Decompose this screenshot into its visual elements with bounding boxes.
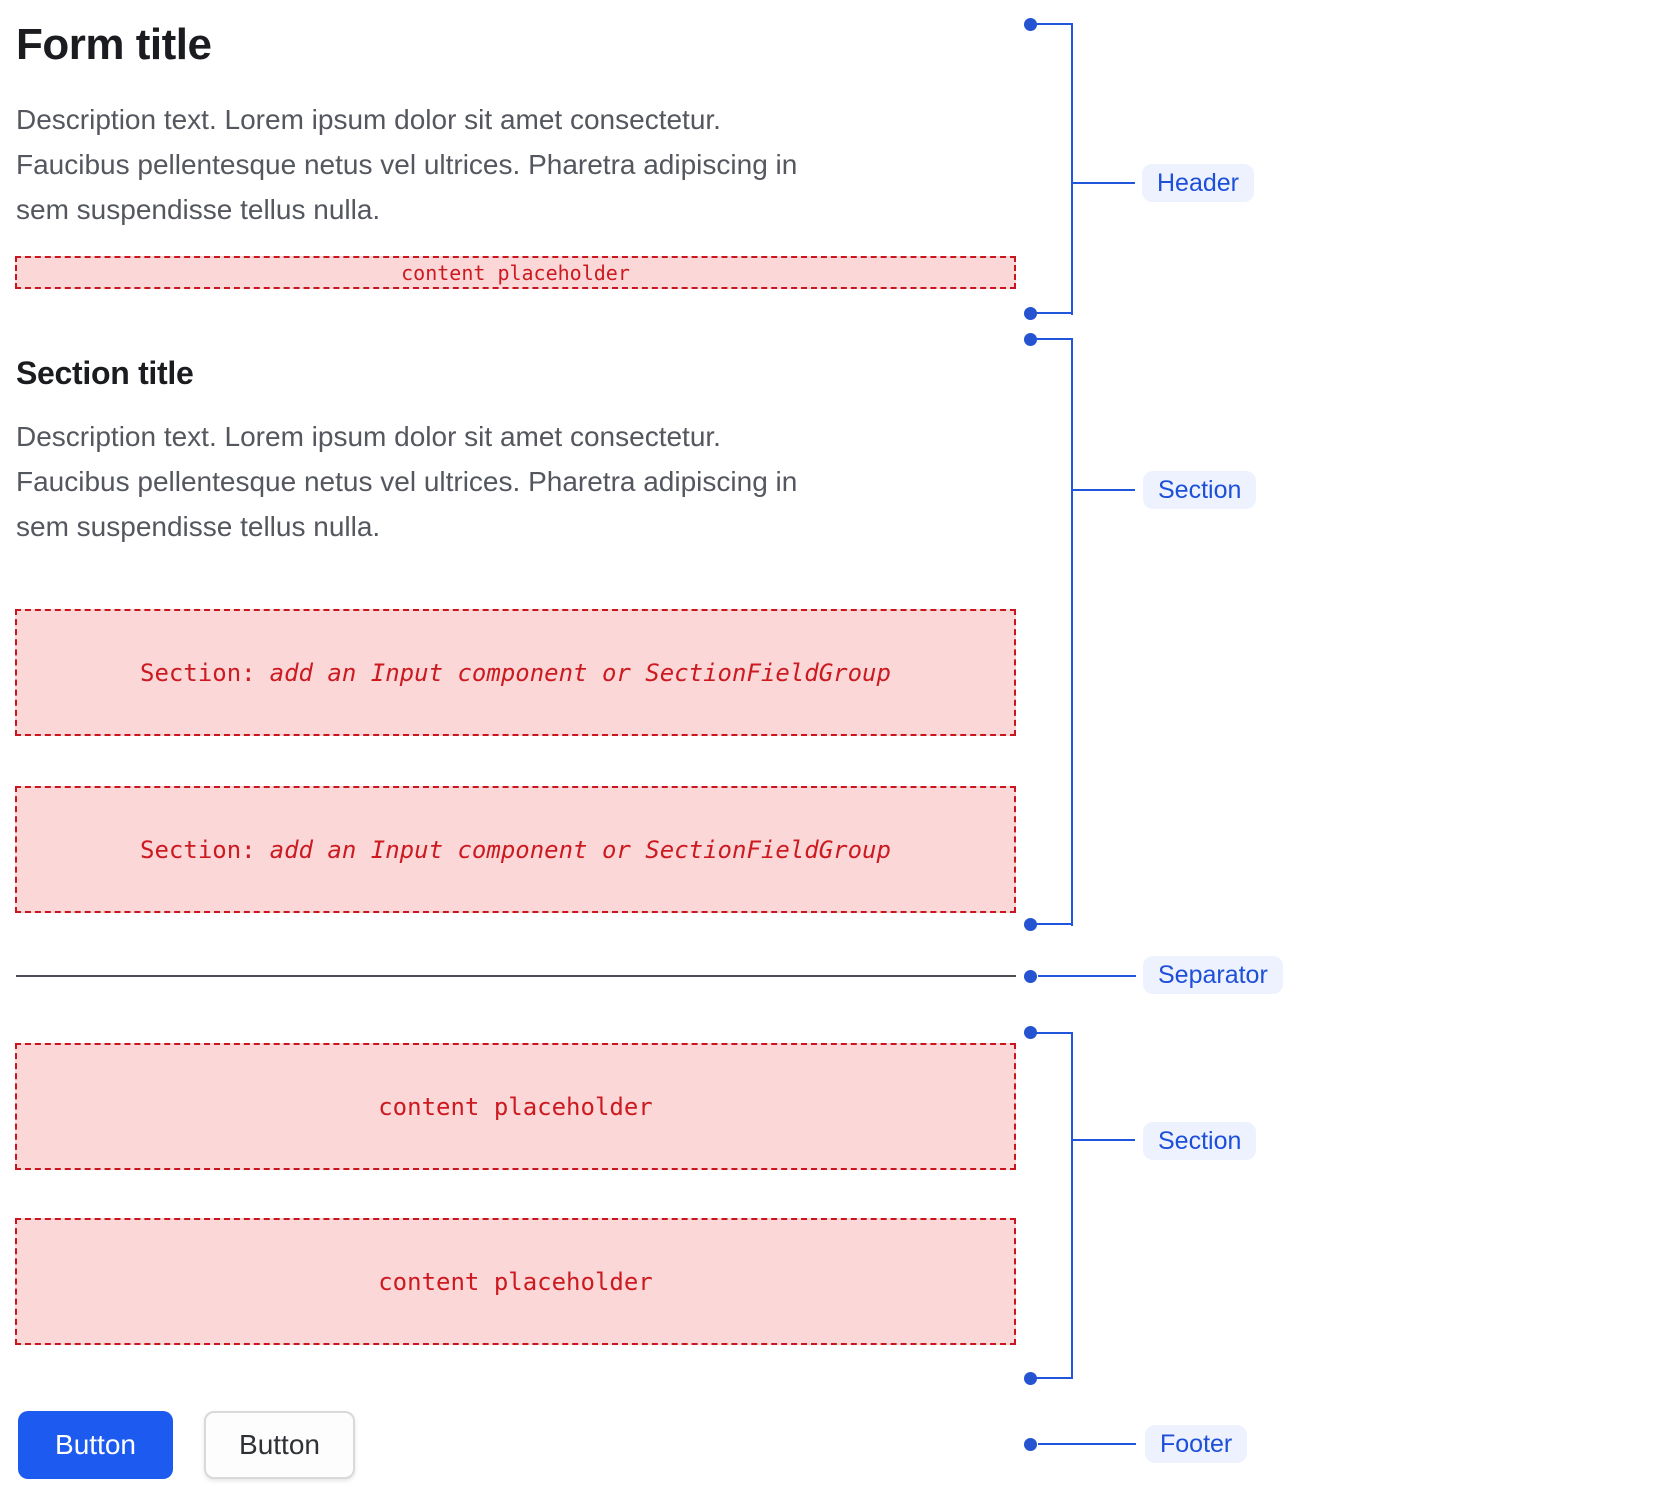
slot-instruction: add an Input component or SectionFieldGr… xyxy=(269,658,891,687)
form-description-line: Description text. Lorem ipsum dolor sit … xyxy=(16,104,721,135)
section-top-bracket-top-line xyxy=(1034,338,1073,340)
section-top-annotation-label: Section xyxy=(1143,471,1257,509)
section-input-slot: Section: add an Input component or Secti… xyxy=(15,609,1016,736)
separator-label-connector xyxy=(1038,975,1136,977)
header-bracket-top-dot xyxy=(1024,18,1037,31)
footer-label-connector xyxy=(1038,1443,1136,1445)
slot-prefix: Section: xyxy=(140,835,256,864)
footer-annotation-label: Footer xyxy=(1145,1425,1248,1463)
section-bottom-bracket-vertical-line xyxy=(1071,1032,1073,1379)
section-top-bracket-top-dot xyxy=(1024,333,1037,346)
section-top-bracket-bottom-line xyxy=(1034,923,1073,925)
section-description-line: Description text. Lorem ipsum dolor sit … xyxy=(16,421,721,452)
placeholder-text: content placeholder xyxy=(378,1267,653,1296)
separator-dot xyxy=(1024,970,1037,983)
separator-annotation-label: Separator xyxy=(1143,956,1283,994)
section-top-bracket-vertical-line xyxy=(1071,338,1073,926)
secondary-button[interactable]: Button xyxy=(204,1411,355,1479)
section-bottom-annotation-label: Section xyxy=(1143,1122,1257,1160)
section-top-label-connector xyxy=(1073,489,1135,491)
footer-dot xyxy=(1024,1438,1037,1451)
header-annotation-label: Header xyxy=(1142,164,1254,202)
primary-button[interactable]: Button xyxy=(18,1411,173,1479)
placeholder-text: content placeholder xyxy=(378,1092,653,1121)
header-bracket-bottom-dot xyxy=(1024,307,1037,320)
section-input-slot: Section: add an Input component or Secti… xyxy=(15,786,1016,913)
form-description-line: sem suspendisse tellus nulla. xyxy=(16,194,381,225)
section-description-line: Faucibus pellentesque netus vel ultrices… xyxy=(16,466,798,497)
form-title: Form title xyxy=(16,20,212,69)
section-bottom-bracket-bottom-dot xyxy=(1024,1372,1037,1385)
section-description: Description text. Lorem ipsum dolor sit … xyxy=(16,414,797,549)
header-bracket-top-line xyxy=(1034,23,1073,25)
section-content-placeholder: content placeholder xyxy=(15,1043,1016,1170)
section-bottom-bracket-top-line xyxy=(1034,1032,1073,1034)
header-bracket-bottom-line xyxy=(1034,312,1073,314)
slot-prefix: Section: xyxy=(140,658,256,687)
form-description: Description text. Lorem ipsum dolor sit … xyxy=(16,97,797,232)
slot-instruction: add an Input component or SectionFieldGr… xyxy=(269,835,891,864)
header-content-placeholder: content placeholder xyxy=(15,256,1016,289)
section-content-placeholder: content placeholder xyxy=(15,1218,1016,1345)
header-bracket-vertical-line xyxy=(1071,23,1073,315)
header-label-connector xyxy=(1073,182,1135,184)
section-bottom-label-connector xyxy=(1073,1139,1135,1141)
separator-line xyxy=(16,975,1016,977)
section-bottom-bracket-bottom-line xyxy=(1034,1377,1073,1379)
placeholder-text: content placeholder xyxy=(401,260,630,285)
section-description-line: sem suspendisse tellus nulla. xyxy=(16,511,381,542)
section-top-bracket-bottom-dot xyxy=(1024,918,1037,931)
section-bottom-bracket-top-dot xyxy=(1024,1026,1037,1039)
section-title: Section title xyxy=(16,355,194,391)
form-description-line: Faucibus pellentesque netus vel ultrices… xyxy=(16,149,798,180)
